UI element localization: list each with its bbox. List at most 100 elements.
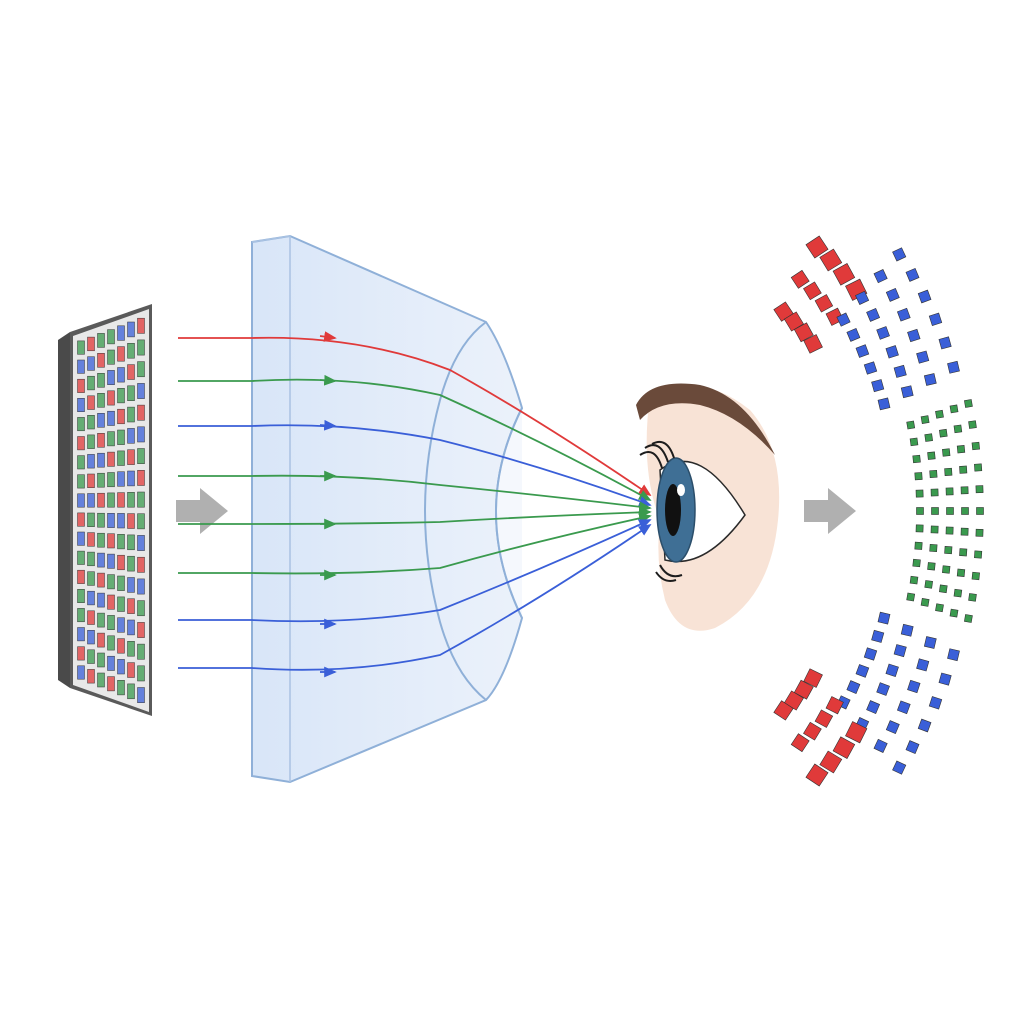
perceived-pixel-red	[790, 733, 810, 753]
subpixel	[97, 512, 105, 528]
subpixel	[87, 571, 95, 586]
subpixel	[117, 554, 125, 571]
perceived-pixel-blue	[893, 364, 907, 378]
perceived-pixel-blue	[928, 696, 943, 710]
subpixel	[127, 683, 135, 700]
subpixel	[117, 367, 125, 383]
subpixel	[87, 532, 95, 547]
subpixel	[137, 643, 145, 660]
subpixel	[127, 343, 135, 359]
perceived-pixel-green	[909, 575, 919, 585]
subpixel	[137, 600, 145, 617]
subpixel	[127, 662, 135, 678]
subpixel	[107, 349, 115, 365]
perceived-pixel-red	[803, 721, 822, 741]
perceived-pixel-blue	[855, 290, 870, 305]
perceived-pixel-blue	[855, 664, 870, 678]
subpixel	[137, 535, 145, 551]
perceived-pixel-green	[945, 526, 954, 535]
subpixel	[77, 512, 85, 527]
subpixel	[107, 655, 115, 671]
subpixel	[117, 388, 125, 404]
subpixel	[137, 687, 145, 703]
perceived-pixel-green	[968, 420, 977, 429]
subpixel	[97, 472, 105, 488]
subpixel	[117, 325, 125, 341]
display-panel	[58, 304, 152, 716]
perceived-pixel-blue	[885, 287, 900, 302]
subpixel	[117, 408, 125, 425]
perceived-pixel-green	[920, 598, 930, 607]
subpixel	[107, 370, 115, 385]
subpixel	[127, 555, 135, 572]
subpixel	[127, 428, 135, 444]
subpixel	[117, 659, 125, 675]
subpixel	[87, 454, 95, 469]
perceived-pixel-green	[924, 433, 933, 442]
subpixel	[127, 577, 135, 593]
perceived-pixel-green	[912, 558, 921, 568]
ray-green	[178, 513, 652, 575]
subpixel	[107, 594, 115, 610]
subpixel	[137, 339, 145, 356]
subpixel	[107, 329, 115, 345]
perceived-pixel-green	[929, 543, 938, 553]
perceived-pixel-green	[939, 428, 948, 438]
right-arrow-icon	[804, 488, 856, 534]
subpixel	[77, 608, 85, 623]
perceived-pixel-green	[953, 424, 963, 434]
subpixel	[127, 513, 135, 529]
pupil	[665, 484, 681, 536]
perceived-pixel-green	[927, 562, 936, 571]
ray-red-mid-arrow	[319, 331, 337, 342]
perceived-pixel-green	[949, 608, 959, 618]
ray-green	[178, 378, 652, 501]
subpixel	[107, 492, 115, 508]
lens-body	[251, 234, 524, 784]
perceived-pixel-red	[805, 235, 829, 259]
perceived-pixel-green	[959, 548, 968, 557]
subpixel	[117, 575, 125, 591]
subpixel	[87, 630, 95, 645]
perceived-pixel-blue	[863, 361, 878, 375]
subpixel	[127, 619, 135, 636]
perceived-pixel-red	[819, 248, 843, 272]
subpixel	[117, 450, 125, 466]
perceived-pixel-red	[773, 700, 794, 721]
perceived-pixel-red	[825, 696, 844, 715]
perceived-pixel-green	[953, 588, 963, 598]
subpixel	[77, 398, 85, 412]
subpixel	[97, 532, 105, 548]
perceived-pixel-blue	[876, 326, 890, 340]
subpixel	[107, 615, 115, 630]
perceived-pixel-green	[906, 420, 916, 430]
display-panel-side	[58, 332, 70, 688]
ray-green	[178, 474, 652, 513]
ray-blue	[178, 424, 652, 507]
subpixel	[117, 534, 125, 550]
perceived-pixel-green	[931, 507, 939, 515]
perceived-pixel-blue	[863, 647, 878, 661]
subpixel	[77, 359, 85, 374]
subpixel	[77, 436, 85, 451]
perceived-pixel-blue	[947, 648, 960, 662]
perceived-pixel-green	[944, 467, 953, 476]
subpixel	[117, 638, 125, 654]
perceived-pixel-red	[832, 263, 856, 286]
perceived-pixel-red	[793, 679, 814, 700]
subpixel	[127, 641, 135, 657]
perceived-pixel-red	[819, 750, 843, 774]
perceived-pixel-green	[915, 489, 924, 498]
perceived-pixel-green	[912, 454, 921, 464]
subpixel	[97, 632, 105, 648]
perceived-pixel-blue	[923, 373, 937, 386]
subpixel	[97, 572, 105, 588]
subpixel	[107, 553, 115, 569]
perceived-image	[773, 235, 984, 787]
perceived-pixel-green	[956, 445, 966, 454]
perceived-pixel-blue	[873, 738, 888, 753]
ray-blue	[178, 519, 652, 623]
perceived-pixel-green	[975, 485, 984, 494]
subpixel	[77, 627, 85, 642]
